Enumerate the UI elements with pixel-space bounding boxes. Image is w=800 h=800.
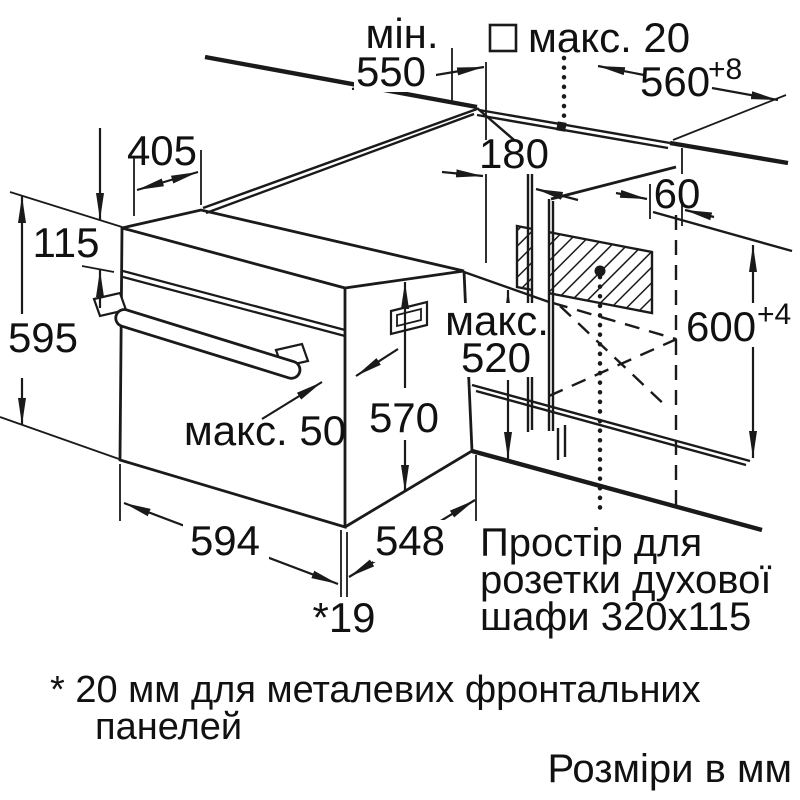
label-560: 560 bbox=[640, 58, 710, 105]
label-60: 60 bbox=[654, 170, 701, 217]
dimension-labels: мін. 550 макс. 20 560 +8 405 115 595 180… bbox=[8, 10, 791, 641]
label-520: 520 bbox=[461, 334, 531, 381]
label-600-tol: +4 bbox=[757, 298, 791, 331]
footnote-line1: * 20 мм для металевих фронтальних bbox=[50, 669, 701, 711]
label-max-word: макс. bbox=[445, 297, 549, 344]
socket-note-line3: шафи 320x115 bbox=[480, 595, 751, 639]
label-min-word: мін. bbox=[365, 10, 438, 57]
label-560-tol: +8 bbox=[708, 53, 742, 86]
side-vent-inner bbox=[396, 307, 422, 328]
label-max-20: макс. 20 bbox=[528, 14, 690, 61]
label-570: 570 bbox=[369, 394, 439, 441]
label-595: 595 bbox=[8, 314, 78, 361]
label-115: 115 bbox=[33, 219, 100, 266]
label-backplates bbox=[8, 16, 788, 562]
oven bbox=[92, 208, 474, 597]
socket-note-line2: розетки духової bbox=[480, 558, 771, 602]
notes: Простір для розетки духової шафи 320x115… bbox=[50, 521, 792, 791]
label-max-50: макс. 50 bbox=[184, 407, 346, 454]
label-548: 548 bbox=[375, 517, 445, 564]
door-handle bbox=[114, 308, 302, 380]
control-panel-line2 bbox=[122, 275, 346, 338]
label-600: 600 bbox=[686, 303, 756, 350]
control-panel-line bbox=[122, 269, 346, 332]
footnote-line2: панелей bbox=[95, 706, 242, 748]
label-594: 594 bbox=[190, 517, 260, 564]
hob-mark bbox=[556, 121, 567, 132]
label-19: *19 bbox=[312, 594, 375, 641]
worktop bbox=[202, 54, 789, 215]
label-405: 405 bbox=[127, 127, 197, 174]
socket-space-hatch bbox=[515, 224, 654, 315]
units-note: Розміри в мм bbox=[547, 747, 792, 791]
oven-top-face bbox=[121, 208, 465, 290]
oven-front-face bbox=[118, 226, 347, 529]
label-180: 180 bbox=[479, 130, 549, 177]
socket-note-line1: Простір для bbox=[480, 521, 702, 565]
dimension-lines bbox=[0, 23, 779, 586]
hob-square-icon bbox=[488, 23, 518, 53]
label-min-550: 550 bbox=[356, 48, 426, 95]
socket-dot bbox=[594, 265, 606, 277]
